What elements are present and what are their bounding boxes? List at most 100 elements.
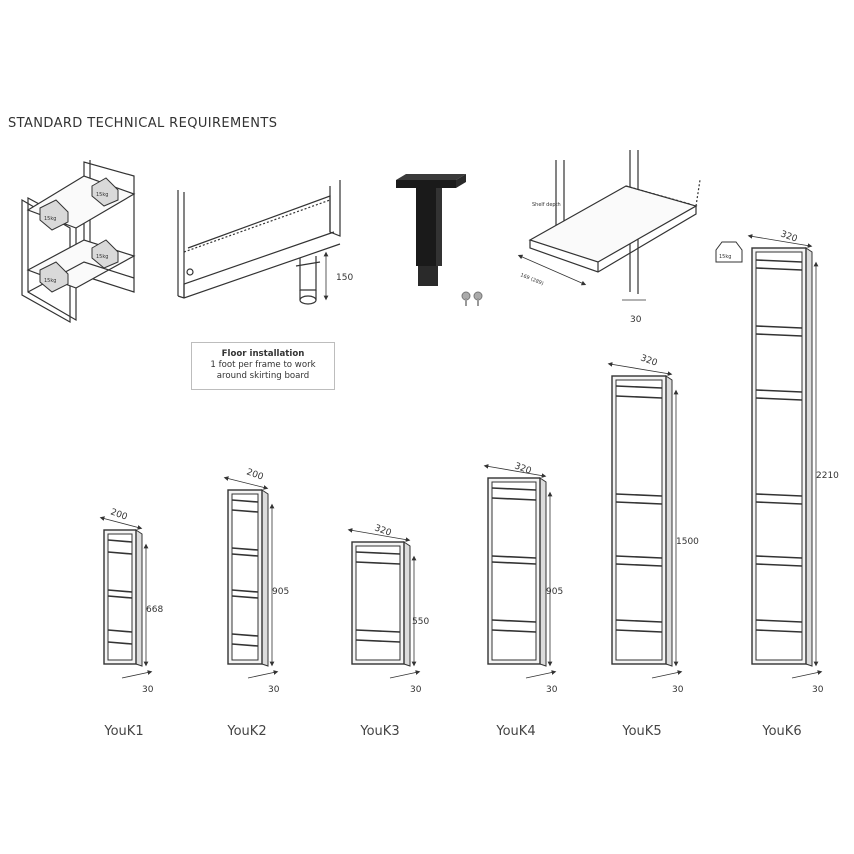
frame-crossbar — [231, 633, 259, 637]
width-dimension-line — [607, 362, 673, 376]
frame-crossbar — [755, 259, 803, 263]
width-label-youk5: 320 — [639, 353, 659, 368]
frame-crossbar — [107, 641, 133, 645]
load-label-3: 15kg — [96, 254, 108, 260]
width-dimension-line — [223, 476, 269, 490]
height-label-youk3: 550 — [412, 617, 429, 627]
frame-crossbar — [231, 547, 259, 551]
wall-shelf-illustration — [517, 150, 701, 301]
frame-crossbar — [615, 629, 663, 633]
depth-label-youk2: 30 — [268, 685, 280, 695]
model-label-youk5: YouK5 — [622, 724, 662, 739]
frame-youk3: 320 550 30 — [347, 523, 429, 695]
frame-crossbar — [615, 563, 663, 567]
depth-dimension-line — [651, 670, 683, 679]
height-label-youk5: 1500 — [676, 537, 699, 547]
frame-crossbar — [615, 493, 663, 497]
frames-layer: 2006683020090530320550303209053032015003… — [99, 229, 839, 695]
frame-crossbar — [355, 639, 401, 643]
frame-crossbar — [355, 561, 401, 565]
load-label-1: 15kg — [44, 216, 56, 222]
frame-inner-youk4 — [491, 481, 537, 661]
model-label-youk6: YouK6 — [762, 724, 802, 739]
frame-crossbar — [755, 389, 803, 393]
shelf-depth-label: Shelf depth — [532, 202, 561, 208]
depth-dimension-line — [121, 670, 153, 679]
floor-installation-text: 1 foot per frame to work around skirting… — [210, 360, 316, 381]
frame-crossbar — [107, 629, 133, 633]
weight-tag-label: 15kg — [719, 254, 731, 260]
model-label-youk1: YouK1 — [104, 724, 144, 739]
floor-installation-title: Floor installation — [221, 349, 305, 359]
frame-crossbar — [107, 551, 133, 555]
frame-crossbar — [755, 267, 803, 271]
frame-crossbar — [755, 493, 803, 497]
frame-crossbar — [615, 395, 663, 399]
frame-crossbar — [755, 501, 803, 505]
wall-gap-label: 30 — [630, 315, 642, 325]
frame-crossbar — [231, 589, 259, 593]
frame-side-youk4 — [539, 477, 547, 667]
frame-crossbar — [355, 551, 401, 555]
frame-crossbar — [355, 629, 401, 633]
frame-crossbar — [755, 333, 803, 337]
frame-side-youk1 — [135, 529, 143, 667]
model-label-youk4: YouK4 — [496, 724, 536, 739]
depth-dimension-line — [525, 670, 557, 679]
shelf-unit-load-illustration — [21, 160, 136, 324]
frame-crossbar — [755, 325, 803, 329]
height-label-youk2: 905 — [272, 587, 289, 597]
load-label-2: 15kg — [96, 192, 108, 198]
width-label-youk2: 200 — [245, 467, 265, 482]
width-dimension-line — [347, 528, 411, 542]
frame-crossbar — [615, 385, 663, 389]
frame-crossbar — [755, 555, 803, 559]
frame-crossbar — [491, 555, 537, 559]
frame-crossbar — [231, 553, 259, 557]
frame-crossbar — [491, 497, 537, 501]
frame-crossbar — [491, 619, 537, 623]
width-dimension-line — [483, 464, 547, 478]
width-label-youk4: 320 — [513, 461, 533, 476]
foot-height-label: 150 — [336, 273, 353, 283]
frame-crossbar — [491, 561, 537, 565]
model-label-youk3: YouK3 — [360, 724, 400, 739]
width-dimension-line — [747, 234, 813, 248]
frame-crossbar — [755, 629, 803, 633]
width-label-youk3: 320 — [373, 523, 393, 538]
frame-inner-youk2 — [231, 493, 259, 661]
model-label-youk2: YouK2 — [227, 724, 267, 739]
frame-side-youk6 — [805, 247, 813, 667]
frame-crossbar — [231, 499, 259, 503]
load-blocks: 15kg 15kg 15kg 15kg — [39, 177, 119, 293]
frame-crossbar — [755, 563, 803, 567]
frame-youk5: 320 1500 30 — [607, 353, 699, 695]
depth-dimension-line — [389, 670, 421, 679]
frame-inner-youk6 — [755, 251, 803, 661]
frame-foot-illustration — [177, 180, 341, 305]
frame-crossbar — [107, 539, 133, 543]
frame-side-youk2 — [261, 489, 269, 667]
load-label-4: 15kg — [44, 278, 56, 284]
depth-label-youk3: 30 — [410, 685, 422, 695]
frame-crossbar — [755, 619, 803, 623]
frame-crossbar — [615, 619, 663, 623]
width-dimension-line — [99, 516, 143, 530]
frame-side-youk3 — [403, 541, 411, 667]
height-label-youk4: 905 — [546, 587, 563, 597]
page-title: STANDARD TECHNICAL REQUIREMENTS — [8, 116, 278, 131]
weight-tag: 15kg — [715, 241, 743, 263]
frame-side-youk5 — [665, 375, 673, 667]
depth-label-youk5: 30 — [672, 685, 684, 695]
frame-crossbar — [615, 555, 663, 559]
frame-crossbar — [231, 509, 259, 513]
floor-installation-note: Floor installation 1 foot per frame to w… — [191, 342, 335, 390]
frame-crossbar — [755, 397, 803, 401]
frame-crossbar — [231, 595, 259, 599]
depth-dimension-line — [247, 670, 279, 679]
frame-crossbar — [615, 501, 663, 505]
